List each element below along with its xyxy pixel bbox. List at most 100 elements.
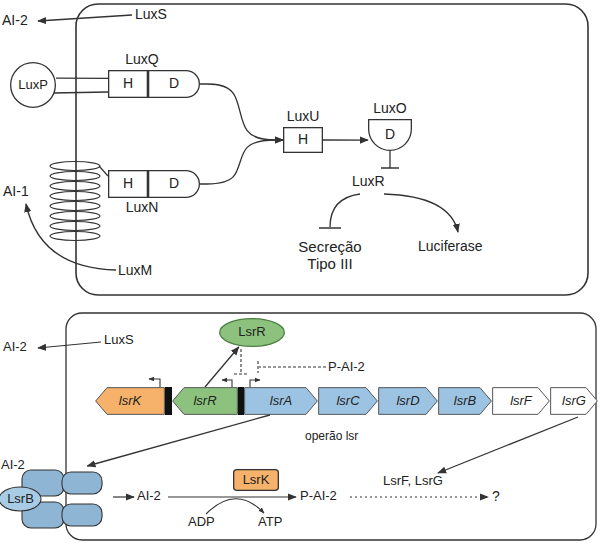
promoter-arrow xyxy=(250,380,260,387)
domain-box: D xyxy=(148,170,200,198)
operon-label: operão lsr xyxy=(305,430,358,444)
gene-name: lsrD xyxy=(378,387,438,415)
protein-label: LuxS xyxy=(104,333,134,348)
signal-connector xyxy=(200,84,283,140)
transporter-complex xyxy=(0,487,41,511)
protein-label: LuxM xyxy=(118,262,152,278)
domain-letter: D xyxy=(148,170,200,198)
domain-letter: D xyxy=(368,119,412,151)
domain-box: D xyxy=(148,70,200,98)
output-label: Secreção Tipo III xyxy=(290,238,370,273)
signal-connector xyxy=(323,139,368,140)
promoter-block xyxy=(238,387,244,415)
protein-name: LuxU xyxy=(287,109,320,127)
cell-outline xyxy=(66,313,596,540)
molecule-label: AI-2 xyxy=(3,340,27,355)
inhibition-line xyxy=(330,194,360,227)
gene-name: lsrG xyxy=(550,387,598,415)
protein-name: LsrR xyxy=(219,318,285,347)
gene-name: lsrF xyxy=(492,387,550,415)
molecule-label: AI-2 xyxy=(137,489,161,504)
protein-name: LsrK xyxy=(233,469,279,491)
receptor-circle xyxy=(11,63,56,108)
inhibition-bar xyxy=(257,361,258,373)
protein-label: LuxS xyxy=(135,6,167,22)
protein-ellipse xyxy=(220,319,285,347)
promoter-block xyxy=(165,387,172,415)
cofactor-label: ADP xyxy=(188,515,215,530)
domain-letter: H xyxy=(108,70,148,98)
inhibition-bar xyxy=(319,227,341,229)
molecule-label: P-AI-2 xyxy=(328,360,365,375)
kinase-box: LsrK xyxy=(233,469,279,491)
receptor-stalk xyxy=(53,92,108,93)
output-label: Luciferase xyxy=(418,238,483,254)
reaction-arrow xyxy=(168,496,296,497)
promoter-arrow xyxy=(222,380,232,387)
gene-arrow: lsrA xyxy=(244,387,318,415)
molecule-label: AI-2 xyxy=(2,12,28,28)
protein-ellipse: LsrR xyxy=(219,318,285,347)
promoter-arrow xyxy=(149,379,160,387)
cell-outline xyxy=(76,4,588,295)
repression-line xyxy=(240,349,241,374)
signal-connector xyxy=(56,77,108,79)
domain-box xyxy=(149,71,200,98)
membrane-coil xyxy=(50,232,100,241)
signal-connector xyxy=(200,140,283,184)
synthesis-arrow xyxy=(26,204,116,270)
gene-name: lsrB xyxy=(438,387,492,415)
membrane-coil xyxy=(50,182,100,191)
cofactor-label: ATP xyxy=(258,515,282,530)
gene-arrow: lsrC xyxy=(318,387,378,415)
synthesis-arrow xyxy=(38,342,101,348)
gene-arrow: lsrR xyxy=(172,387,238,415)
domain-box xyxy=(284,128,323,153)
protein-name: LuxO xyxy=(373,101,406,119)
protein-name: LsrB xyxy=(0,487,41,511)
gene-arrow: lsrG xyxy=(550,387,598,415)
signal-connector xyxy=(205,347,239,387)
unknown-step-arrow xyxy=(350,496,488,497)
inhibition-bar xyxy=(381,167,399,169)
membrane-coil xyxy=(50,192,100,201)
molecule-label: P-AI-2 xyxy=(300,489,337,504)
receptor-circle: LuxP xyxy=(10,62,56,108)
domain-box: LuxQH xyxy=(108,70,148,98)
membrane-coil xyxy=(50,202,100,211)
domain-box xyxy=(149,171,200,198)
membrane-coil xyxy=(50,212,100,221)
gene-arrow: lsrK xyxy=(95,387,165,415)
protein-label: LsrF, LsrG xyxy=(383,474,443,489)
repression-bar xyxy=(234,373,248,374)
protein-name: LuxN xyxy=(126,198,159,215)
gene-arrow xyxy=(551,388,598,415)
membrane-coil xyxy=(50,222,100,231)
domain-box xyxy=(109,71,148,98)
domain-box xyxy=(369,120,412,151)
domain-letter: D xyxy=(148,70,200,98)
membrane-coil xyxy=(50,172,100,181)
gene-arrow xyxy=(245,388,318,415)
domain-letter: H xyxy=(283,127,323,153)
domain-box: LuxUH xyxy=(283,127,323,153)
synthesis-arrow xyxy=(38,15,132,21)
transporter-subunit xyxy=(62,504,102,526)
coil-link xyxy=(99,166,108,176)
kinase-box xyxy=(234,470,279,491)
gene-arrow xyxy=(173,388,238,415)
molecule-label: AI-1 xyxy=(3,183,29,199)
gene-arrow xyxy=(379,388,438,415)
gene-name: lsrR xyxy=(172,387,238,415)
gene-arrow xyxy=(493,388,550,415)
gene-arrow: lsrF xyxy=(492,387,550,415)
gene-name: lsrC xyxy=(318,387,378,415)
gene-arrow: lsrD xyxy=(378,387,438,415)
molecule-label: AI-2 xyxy=(1,458,25,473)
expression-arrow xyxy=(438,417,578,473)
